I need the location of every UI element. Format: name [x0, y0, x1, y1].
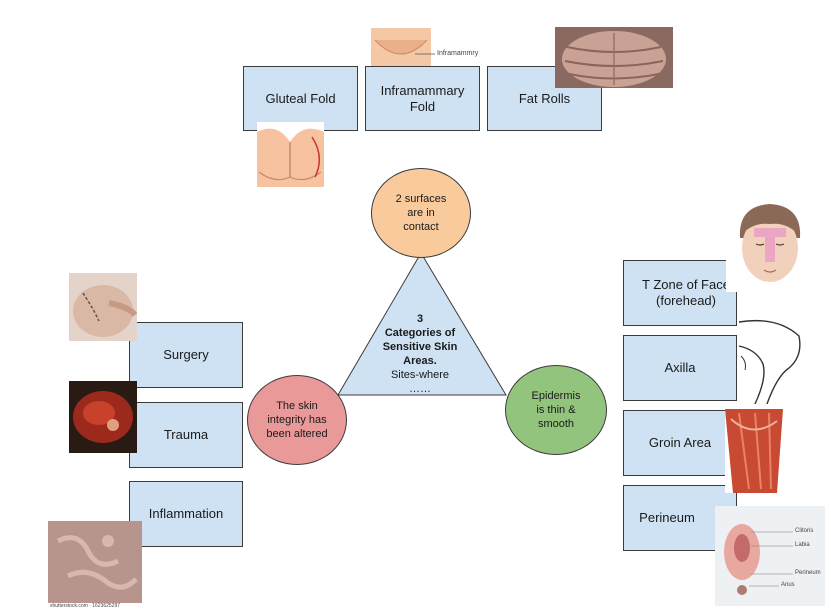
circle-surfaces-contact: 2 surfaces are in contact	[371, 168, 471, 258]
stock-caption: shutterstock.com · 1623625297	[50, 603, 121, 609]
label-labia: Labia	[795, 542, 810, 548]
axilla-illustration	[737, 316, 803, 404]
box-t-zone: T Zone of Face (forehead)	[623, 260, 737, 326]
box-gluteal-fold-label: Gluteal Fold	[265, 90, 336, 106]
label-perineum: Perineum	[795, 570, 821, 576]
circle-top-text: 2 surfaces are in contact	[395, 193, 447, 233]
box-axilla-label: Axilla	[664, 360, 696, 375]
fat-rolls-illustration	[555, 27, 673, 88]
center-label: 3 Categories of Sensitive Skin Areas. Si…	[380, 312, 460, 396]
center-title: Categories of Sensitive Skin Areas.	[382, 327, 458, 367]
center-number: 3	[416, 313, 424, 325]
box-trauma: Trauma	[129, 402, 243, 468]
inflammation-illustration	[48, 521, 142, 603]
box-groin-area: Groin Area	[623, 410, 737, 476]
fat-rolls-image	[555, 27, 673, 88]
box-surgery-label: Surgery	[163, 347, 209, 362]
box-surgery: Surgery	[129, 322, 243, 388]
box-inframammary-fold: Inframammary Fold	[365, 66, 480, 131]
surgery-image	[69, 273, 137, 341]
box-inframammary-fold-label: Inframammary Fold	[380, 82, 465, 114]
box-fat-rolls-label: Fat Rolls	[518, 90, 571, 106]
trauma-image	[69, 381, 137, 453]
inframammary-illustration	[371, 28, 435, 66]
inframammary-label: Inframammry	[437, 50, 479, 57]
circle-skin-integrity: The skin integrity has been altered	[247, 375, 347, 465]
box-trauma-label: Trauma	[163, 427, 209, 442]
box-groin-area-label: Groin Area	[648, 435, 712, 450]
center-subtitle: Sites-where	[390, 369, 450, 381]
gluteal-fold-image	[257, 122, 324, 187]
inframammary-image: Inframammry	[371, 28, 489, 66]
box-inflammation: Inflammation	[129, 481, 243, 547]
label-clitoris: Clitoris	[795, 528, 814, 534]
inflammation-image: shutterstock.com · 1623625297	[48, 521, 142, 609]
box-t-zone-label: T Zone of Face (forehead)	[642, 277, 730, 308]
axilla-image	[737, 316, 803, 404]
box-gluteal-fold: Gluteal Fold	[243, 66, 358, 131]
t-zone-face-image	[726, 198, 814, 292]
groin-area-image	[725, 409, 783, 493]
perineum-image: Clitoris Labia Perineum Anus	[715, 506, 825, 606]
label-anus: Anus	[781, 582, 795, 588]
trauma-illustration	[69, 381, 137, 453]
center-ellipsis: ……	[409, 383, 431, 395]
box-inflammation-label: Inflammation	[148, 506, 224, 521]
face-illustration	[726, 198, 814, 292]
circle-left-text: The skin integrity has been altered	[266, 400, 328, 440]
surgery-illustration	[69, 273, 137, 341]
circle-right-text: Epidermis is thin & smooth	[531, 390, 581, 430]
box-perineum-label: Perineum	[639, 510, 695, 525]
gluteal-fold-illustration	[257, 122, 324, 187]
box-axilla: Axilla	[623, 335, 737, 401]
circle-epidermis-thin: Epidermis is thin & smooth	[505, 365, 607, 455]
perineum-illustration	[715, 506, 825, 606]
groin-illustration	[725, 409, 783, 493]
